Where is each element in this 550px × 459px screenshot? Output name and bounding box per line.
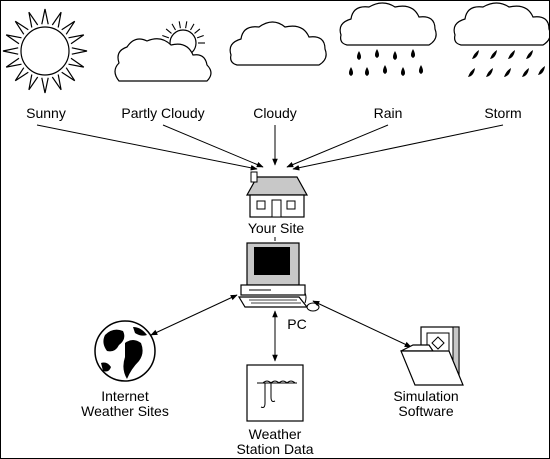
label-station-line2: Station Data bbox=[236, 441, 314, 457]
label-station-line1: Weather bbox=[248, 426, 302, 442]
sun-ray bbox=[51, 11, 62, 28]
storm-drop bbox=[486, 68, 493, 77]
sun-ray bbox=[61, 67, 76, 82]
rain-drop bbox=[401, 67, 405, 76]
house-icon bbox=[245, 171, 309, 218]
sun-ray bbox=[28, 74, 39, 91]
sun-ray bbox=[41, 77, 49, 94]
label-weather-station-data: Weather Station Data bbox=[227, 427, 323, 457]
rain-drop bbox=[419, 65, 423, 74]
sun-ray bbox=[165, 28, 172, 34]
rain-drop bbox=[365, 67, 369, 76]
partly-cloudy-icon bbox=[114, 21, 212, 82]
label-simulation-line2: Software bbox=[398, 403, 454, 419]
storm-drop bbox=[468, 68, 475, 77]
arrow-software-pc bbox=[312, 300, 412, 348]
arrow-storm bbox=[292, 124, 504, 171]
storm-drop bbox=[538, 66, 545, 75]
sun-ray bbox=[162, 34, 170, 39]
rain-drop bbox=[375, 49, 379, 58]
label-internet-line1: Internet bbox=[101, 388, 149, 404]
sun-ray bbox=[171, 23, 176, 31]
label-pc: PC bbox=[287, 316, 307, 332]
globe-icon bbox=[94, 320, 156, 382]
storm-drop bbox=[526, 50, 533, 59]
label-partly-cloudy: Partly Cloudy bbox=[121, 105, 205, 121]
sun-ray bbox=[190, 23, 195, 31]
rain-drop bbox=[393, 51, 397, 60]
arrow-partly-cloudy bbox=[162, 124, 264, 168]
sun-ray bbox=[194, 28, 201, 34]
storm-cloud-icon bbox=[453, 2, 549, 77]
storm-drop bbox=[490, 50, 497, 59]
storm-drop bbox=[508, 50, 515, 59]
sun-ray bbox=[14, 67, 29, 82]
label-cloudy: Cloudy bbox=[253, 105, 297, 121]
rain-drop bbox=[411, 49, 415, 58]
sun-ray bbox=[28, 11, 39, 28]
label-simulation-line1: Simulation bbox=[393, 388, 459, 404]
sun-ray bbox=[178, 21, 181, 29]
rain-cloud-icon bbox=[339, 2, 437, 76]
label-your-site: Your Site bbox=[247, 220, 305, 236]
label-internet-line2: Weather Sites bbox=[81, 403, 169, 419]
storm-drop bbox=[472, 50, 479, 59]
data-arrows bbox=[150, 237, 412, 362]
sun-ray bbox=[196, 34, 204, 39]
sun-ray bbox=[68, 57, 85, 68]
sun-ray bbox=[41, 8, 49, 25]
arrow-internet-pc bbox=[150, 294, 238, 336]
sun-icon bbox=[2, 8, 88, 94]
label-simulation-software: Simulation Software bbox=[381, 389, 471, 419]
sun-ray bbox=[185, 21, 188, 29]
sun-ray bbox=[5, 57, 22, 68]
sun-ray bbox=[51, 74, 62, 91]
arrow-sunny bbox=[36, 124, 258, 171]
sun-ray bbox=[14, 20, 29, 35]
arrow-rain bbox=[286, 124, 389, 168]
storm-drop bbox=[504, 68, 511, 77]
rain-drop bbox=[357, 51, 361, 60]
storm-drop bbox=[522, 68, 529, 77]
computer-icon bbox=[237, 242, 320, 312]
label-storm: Storm bbox=[484, 105, 522, 121]
rain-drop bbox=[349, 67, 353, 76]
rain-drop bbox=[383, 65, 387, 74]
weather-arrows bbox=[36, 124, 504, 171]
label-internet-weather-sites: Internet Weather Sites bbox=[71, 389, 179, 419]
label-rain: Rain bbox=[373, 105, 403, 121]
label-sunny: Sunny bbox=[26, 105, 66, 121]
cloud-icon bbox=[229, 21, 327, 66]
sun-ray bbox=[68, 34, 85, 45]
software-folder-icon bbox=[400, 326, 464, 386]
sun-ray bbox=[5, 34, 22, 45]
sun-ray bbox=[71, 47, 88, 55]
sun-ray bbox=[2, 47, 19, 55]
weather-chart-icon bbox=[246, 364, 304, 422]
sun-ray bbox=[61, 20, 76, 35]
